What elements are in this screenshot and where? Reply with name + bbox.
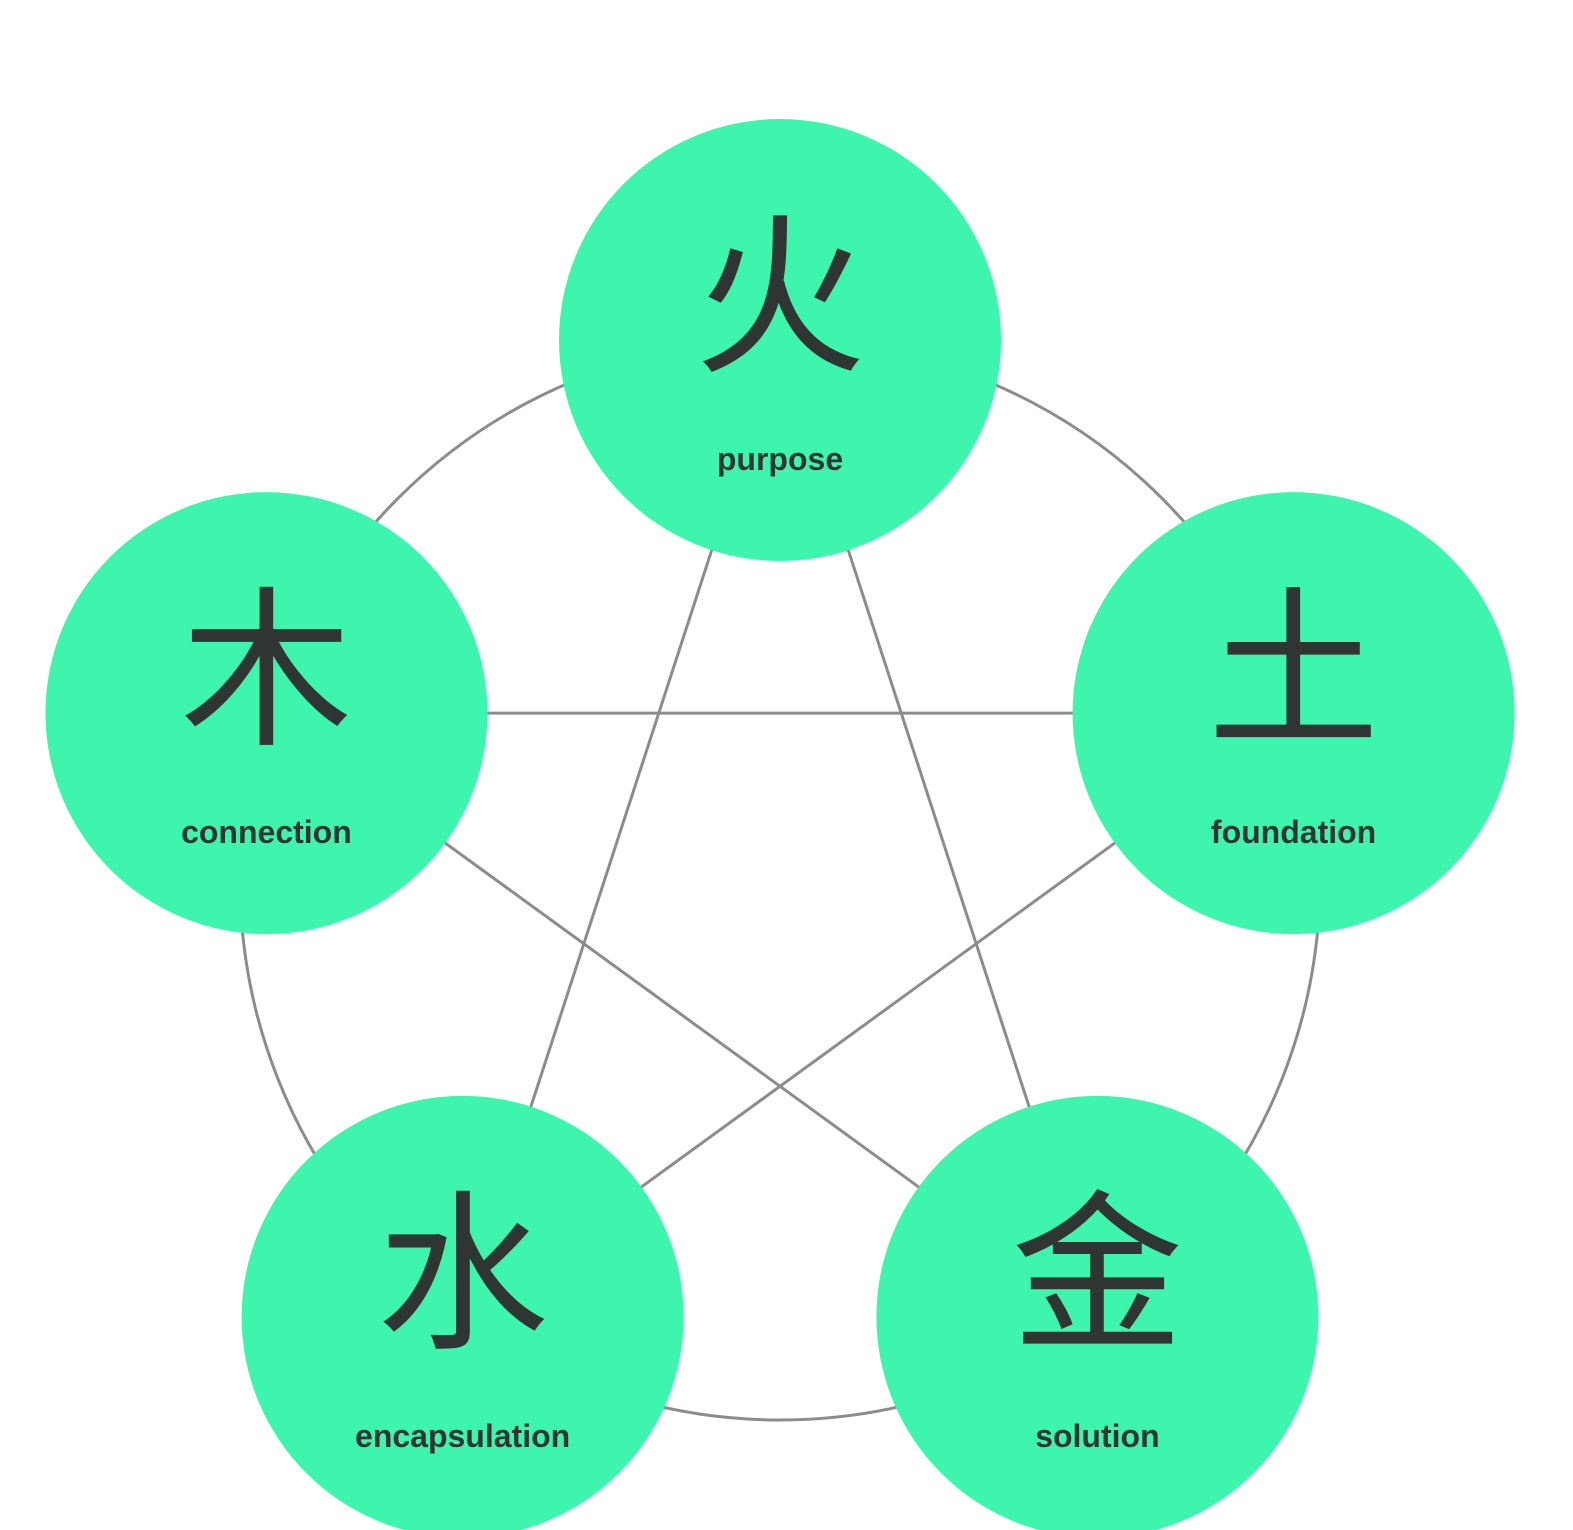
element-glyph: 水 [377, 1175, 549, 1376]
node-solution: 金 solution [876, 1095, 1319, 1530]
node-circle [876, 1095, 1319, 1530]
element-label: foundation [1211, 814, 1376, 850]
element-label: connection [181, 814, 352, 850]
node-encapsulation: 水 encapsulation [241, 1095, 684, 1530]
node-circle [1072, 492, 1515, 935]
element-label: purpose [717, 441, 843, 477]
element-label: solution [1035, 1418, 1159, 1454]
element-label: encapsulation [355, 1418, 570, 1454]
element-glyph: 木 [180, 571, 352, 772]
node-circle [241, 1095, 684, 1530]
node-connection: 木 connection [45, 492, 488, 935]
element-glyph: 土 [1208, 571, 1380, 772]
element-glyph: 金 [1011, 1175, 1183, 1376]
node-purpose: 火 purpose [559, 119, 1001, 561]
element-glyph: 火 [694, 198, 866, 399]
node-foundation: 土 foundation [1072, 492, 1515, 935]
node-circle [559, 119, 1001, 561]
nodes-layer: 火 purpose 土 foundation 金 solution 水 encapsulati… [45, 119, 1515, 1530]
node-circle [45, 492, 488, 935]
